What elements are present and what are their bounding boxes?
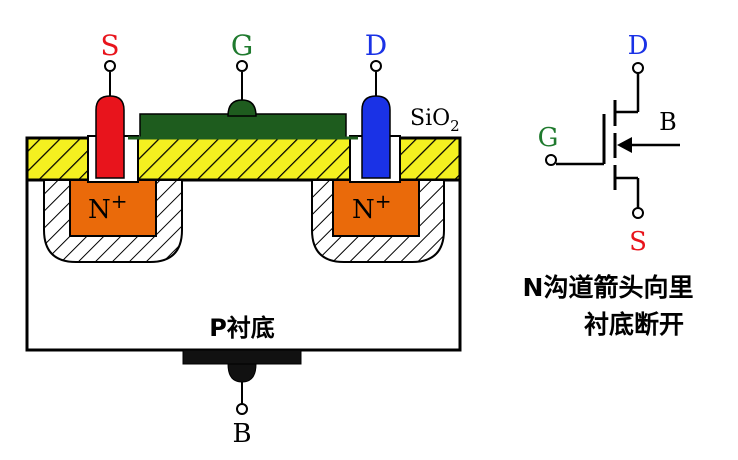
symbol-gate-label: G xyxy=(538,123,559,153)
symbol-source-node xyxy=(632,207,644,219)
caption-line-1: N沟道箭头向里 xyxy=(523,273,694,302)
bulk-contact-bump xyxy=(227,363,257,383)
symbol-bulk-label: B xyxy=(659,108,677,136)
gate-contact-bump xyxy=(227,99,257,117)
bulk-contact-plate xyxy=(182,349,302,365)
drain-terminal-node xyxy=(370,60,382,72)
n-plus-region-right xyxy=(332,179,420,237)
gate-metal xyxy=(139,113,347,139)
drain-electrode xyxy=(361,95,391,179)
symbol-drain-node xyxy=(632,62,644,74)
bulk-label: B xyxy=(232,419,251,449)
drain-label: D xyxy=(365,29,387,62)
symbol-gate-node xyxy=(545,154,557,166)
oxide-label: SiO2 xyxy=(410,106,460,135)
n-plus-label-left: N+ xyxy=(88,189,128,225)
symbol-source-label: S xyxy=(629,227,647,257)
gate-terminal-node xyxy=(236,60,248,72)
n-plus-label-right: N+ xyxy=(352,189,392,225)
gate-label: G xyxy=(231,29,253,62)
substrate-label: P衬底 xyxy=(209,314,275,342)
n-plus-region-left xyxy=(69,179,157,237)
symbol-drain-label: D xyxy=(628,31,649,61)
bulk-terminal-node xyxy=(236,403,248,415)
source-electrode xyxy=(95,95,125,179)
symbol-arrow-icon xyxy=(617,137,632,153)
source-label: S xyxy=(100,29,119,62)
caption-line-2: 衬底断开 xyxy=(584,310,684,339)
source-terminal-node xyxy=(104,60,116,72)
mosfet-symbol: D G B S xyxy=(538,31,680,257)
